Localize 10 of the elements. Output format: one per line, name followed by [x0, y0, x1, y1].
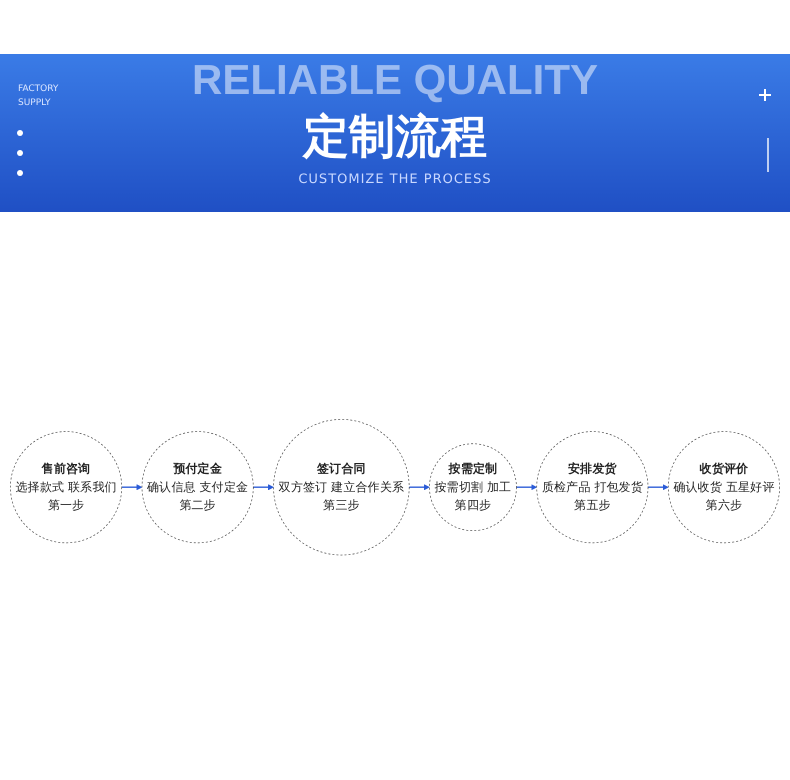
step-circle: 收货评价 确认收货 五星好评 第六步	[668, 431, 780, 543]
step-circle: 签订合同 双方签订 建立合作关系 第三步	[273, 418, 410, 556]
step-circle: 安排发货 质检产品 打包发货 第五步	[536, 431, 648, 543]
step-circle: 预付定金 确认信息 支付定金 第二步	[142, 431, 254, 543]
step-circle: 售前咨询 选择款式 联系我们 第一步	[10, 431, 122, 543]
tagline: FACTORY SUPPLY	[18, 83, 60, 110]
title: 定制流程	[303, 108, 487, 164]
step-circle: 按需定制 按需切割 加工 第四步	[429, 443, 517, 531]
subtitle: CUSTOMIZE THE PROCESS	[297, 172, 493, 187]
background-text: RELIABLE QUALITY	[192, 56, 598, 104]
